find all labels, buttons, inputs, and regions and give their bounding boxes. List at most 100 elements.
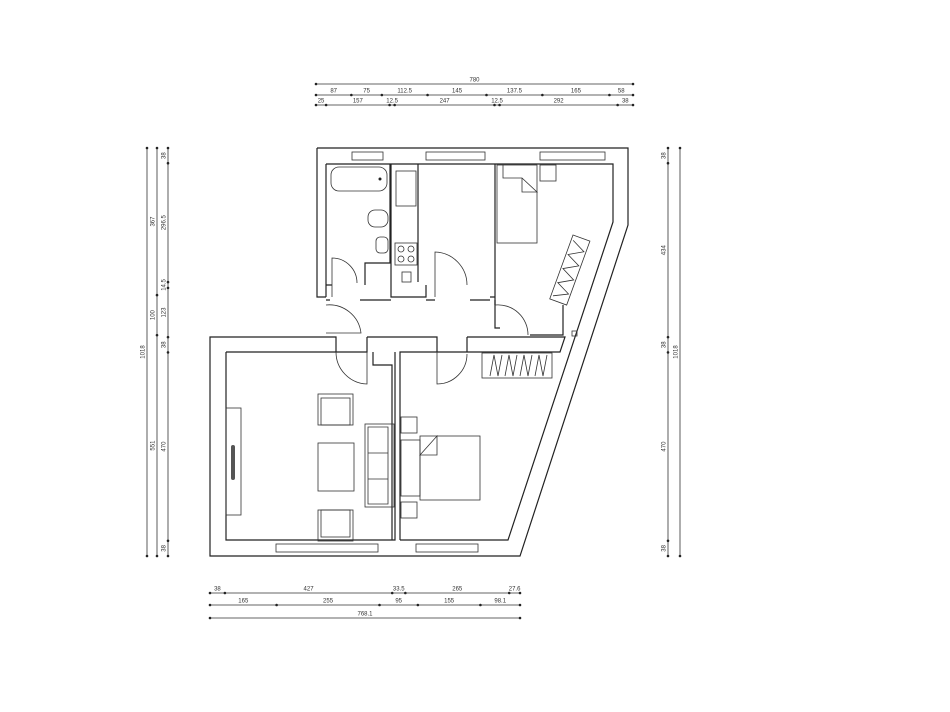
door-kitchen [434, 251, 468, 297]
column [571, 330, 578, 337]
burner [407, 245, 415, 253]
dimension-tick [493, 103, 496, 107]
armchair [317, 509, 354, 542]
dimension-label: 98.1 [494, 599, 506, 605]
fridge [401, 271, 412, 283]
window [539, 151, 606, 161]
dimension-label: 155 [444, 599, 455, 605]
dimension-label: 27.6 [509, 587, 521, 593]
door-entrance [325, 304, 362, 334]
bathroom-wall [326, 164, 427, 298]
dimension-tick [155, 146, 159, 150]
dimension-label: 95 [395, 599, 402, 605]
dimension-tick [155, 293, 159, 297]
dimension-label: 100 [151, 309, 157, 320]
dimension-tick [678, 146, 682, 150]
drain [378, 177, 382, 181]
dimension-label: 1018 [674, 345, 680, 359]
nightstand [539, 164, 557, 182]
dimension-label: 434 [662, 245, 668, 256]
dimension-tick [426, 93, 429, 97]
dimension-label: 58 [618, 89, 625, 95]
door-bedroom1 [494, 304, 529, 336]
dimension-tick [518, 603, 522, 607]
dimension-label: 12.5 [491, 99, 503, 105]
dimension-label: 247 [440, 99, 451, 105]
armchair [320, 509, 351, 538]
window [415, 543, 479, 553]
inner-wall-living [225, 352, 396, 541]
dimension-tick [388, 103, 391, 107]
dimension-label: 1018 [141, 345, 147, 359]
dimension-tick [404, 591, 407, 595]
dimension-tick [208, 603, 212, 607]
dimension-tick [166, 335, 170, 339]
outer-wall [209, 147, 629, 557]
window [351, 151, 384, 161]
dimension-tick [223, 591, 227, 595]
dimension-tick [275, 603, 278, 607]
dimension-label: 38 [662, 544, 668, 551]
dimension-tick [416, 603, 420, 607]
dimension-label: 367 [151, 216, 157, 227]
dimension-tick [631, 103, 635, 107]
window [425, 151, 486, 161]
dimension-tick [314, 103, 318, 107]
dimension-label: 780 [469, 78, 480, 84]
double-bed [419, 435, 481, 501]
dimension-tick [666, 146, 670, 150]
dimension-label: 296.5 [162, 214, 168, 230]
dimension-tick [631, 93, 635, 97]
dimension-label: 470 [162, 441, 168, 452]
dimension-label: 75 [363, 89, 370, 95]
inner-wall-line [326, 163, 614, 541]
windows [275, 151, 606, 553]
dimension-label: 112.5 [397, 89, 412, 95]
single-bed [496, 164, 538, 244]
dimension-tick [166, 161, 170, 165]
dimension-label: 768.1 [357, 612, 373, 618]
wardrobe-angled [549, 234, 591, 306]
dimension-tick [208, 616, 212, 620]
dimension-label: 123 [162, 307, 168, 318]
dimension-tick [390, 591, 394, 595]
dimension-tick [518, 591, 522, 595]
dimension-tick [666, 554, 670, 558]
door-bathroom [331, 257, 358, 297]
sofa [364, 423, 395, 508]
dimension-tick [631, 82, 635, 86]
dimension-label: 25 [318, 99, 325, 105]
dimension-tick [155, 333, 159, 337]
dimension-tick [166, 286, 170, 290]
dimension-tick [166, 539, 170, 543]
nightstand [400, 416, 418, 434]
bathtub [330, 166, 388, 192]
dimension-tick [608, 93, 611, 97]
dimension-label: 470 [662, 441, 668, 452]
walls [209, 147, 629, 557]
dimension-label: 551 [151, 440, 157, 451]
dimension-label: 292 [554, 99, 565, 105]
burner [397, 255, 405, 263]
dimension-label: 38 [662, 341, 668, 348]
door-bedroom2 [436, 352, 468, 385]
partition [372, 352, 393, 540]
tv-unit [225, 407, 242, 516]
dimension-label: 33.5 [393, 587, 405, 593]
nightstand [400, 501, 418, 519]
dimension-tick [666, 351, 670, 354]
dimension-tick [479, 603, 482, 607]
dimension-tick [380, 93, 384, 97]
dimension-tick [666, 539, 670, 543]
wardrobe [481, 352, 553, 379]
burner [397, 245, 405, 253]
dimension-label: 165 [238, 599, 249, 605]
dimension-tick [518, 616, 522, 620]
sink [375, 236, 389, 254]
dimension-label: 38 [662, 152, 668, 159]
dimension-tick [378, 603, 381, 607]
dimension-label: 265 [452, 587, 463, 593]
dimension-tick [145, 146, 149, 150]
dimension-tick [666, 161, 670, 165]
